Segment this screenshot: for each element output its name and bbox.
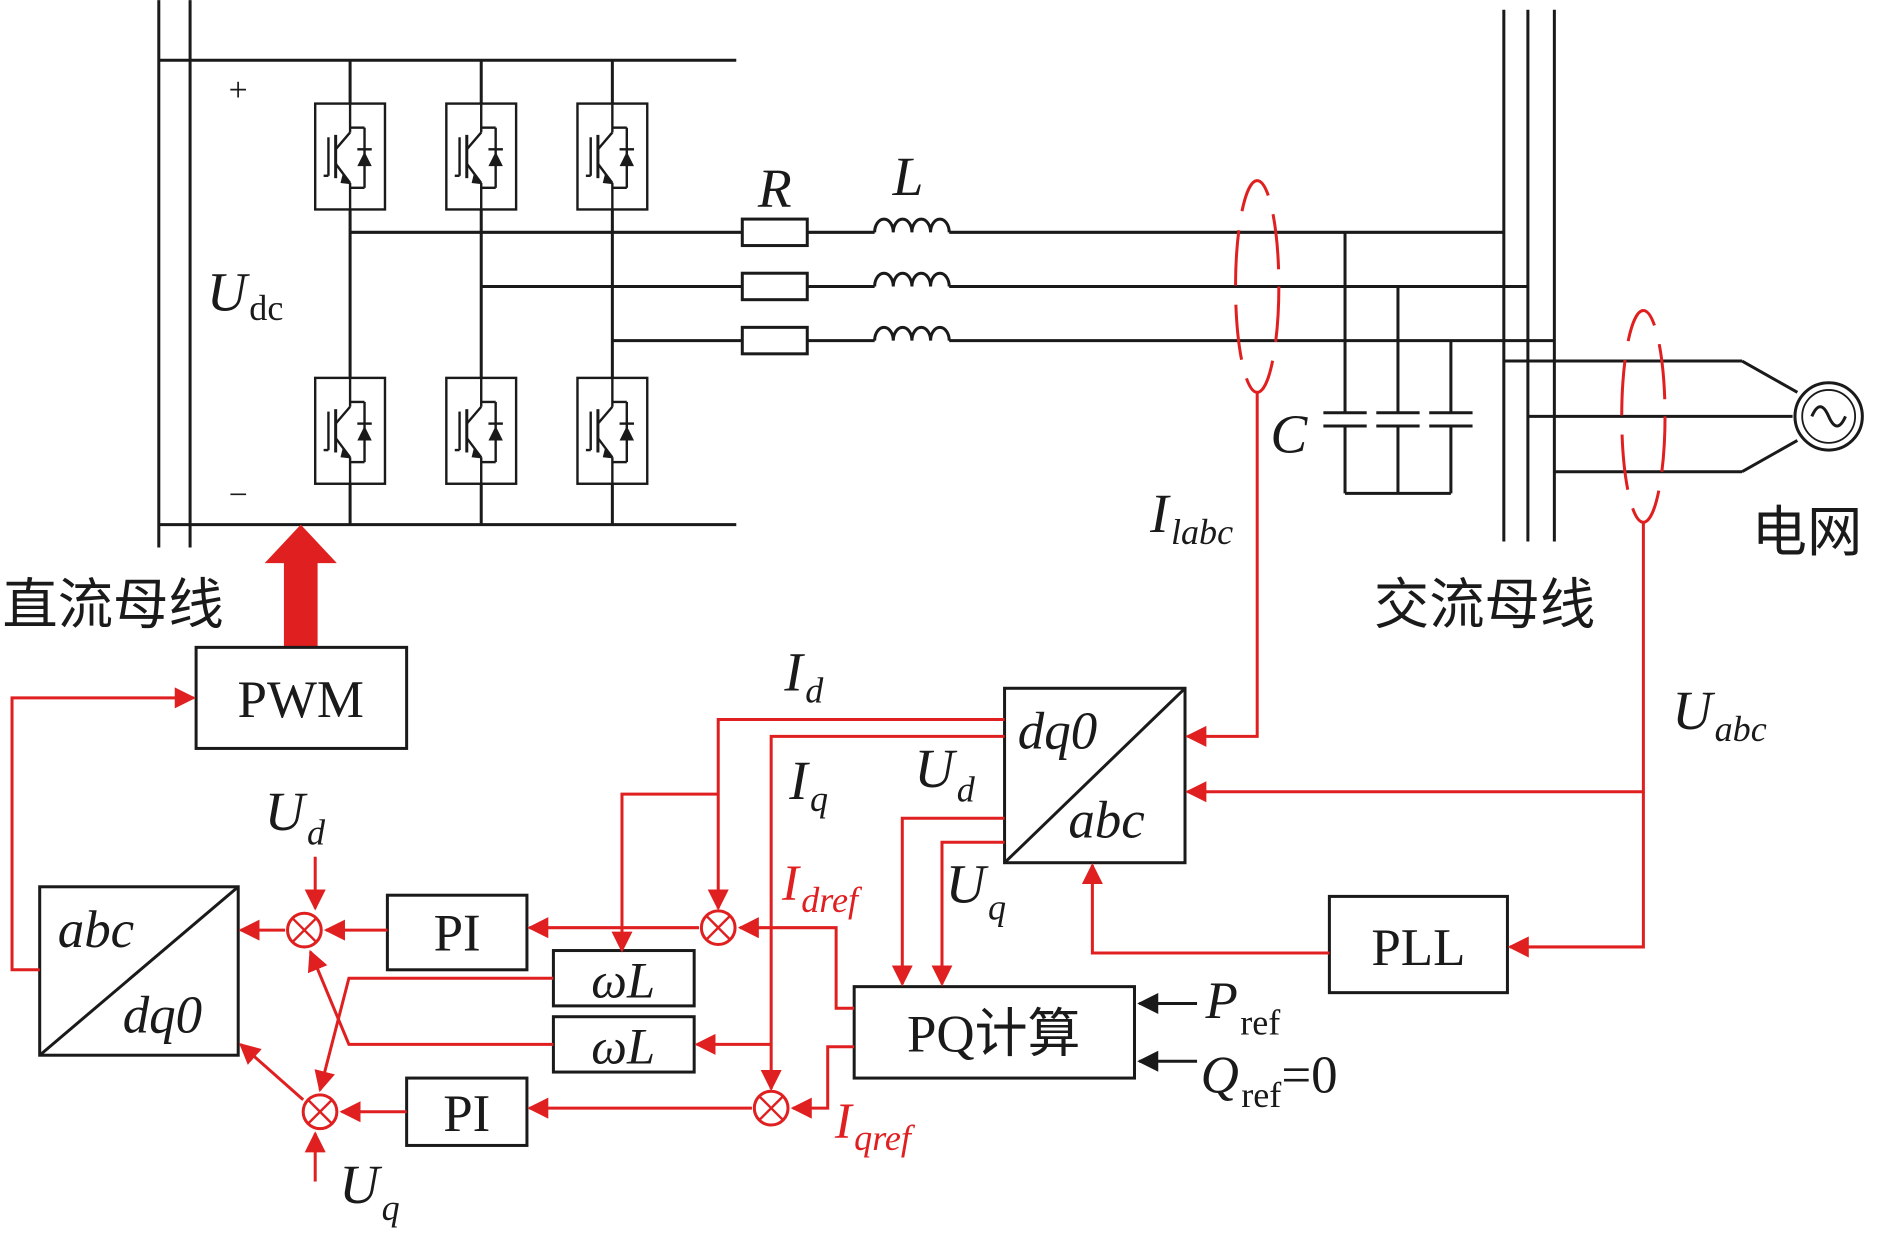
capacitor-bank [1323,232,1473,495]
grid-label: 电网 [1752,502,1863,563]
pq-calc-label: PQ计算 [907,1006,1081,1064]
c-label: C [1270,403,1308,464]
uabc-label: Uabc [1672,680,1766,749]
igbt-symbol-4 [313,376,387,486]
iqref-label: Iqref [834,1093,916,1158]
three-phase-lines [350,230,1555,343]
igbt-symbol-3 [575,102,649,211]
pwm-block [194,645,409,750]
uq-top-label: Uq [946,853,1006,927]
pi-top-label: PI [434,905,481,963]
pref-label: Pref [1204,972,1281,1043]
omega-l-top-label: ωL [591,952,655,1008]
resistor-b [740,271,809,302]
inductors [873,217,951,341]
signal-wires [10,392,1645,1182]
voltage-sensor-ellipse [1620,309,1667,524]
sum-junction-id [699,909,737,947]
idref-label: Idref [781,855,863,920]
igbt-symbol-2 [444,102,518,211]
qref-label: Qref=0 [1201,1047,1338,1115]
ac-source-icon [1793,381,1864,452]
id-label: Id [783,642,824,711]
pi-block-top [385,893,529,972]
udc-label: Udc [207,262,283,329]
resistor-a [740,217,809,248]
pq-calc-block [852,985,1136,1080]
sum-junction-ud [286,911,323,949]
dc-minus-label: − [229,476,248,513]
iq-label: Iq [788,750,828,819]
ud-top-label: Ud [914,738,975,809]
pll-block [1327,894,1509,995]
dc-bus-label: 直流母线 [2,574,223,635]
dq0-abc-top-label: dq0 [1018,702,1097,760]
l-label: L [892,146,924,207]
dc-plus-label: + [229,72,248,109]
pll-label: PLL [1371,919,1465,977]
igbt-symbol-1 [313,102,387,211]
sum-junction-uq [301,1093,339,1131]
abc-dq0-bottom-label: dq0 [123,986,202,1044]
sum-junction-iq [752,1089,790,1127]
pi-bottom-label: PI [443,1085,490,1143]
igbt-symbol-5 [444,376,518,486]
resistor-c [740,325,809,356]
omega-l-bottom-label: ωL [591,1019,655,1075]
abc-dq0-top-label: abc [58,901,134,959]
uq-left-label: Uq [339,1154,399,1228]
ac-bus-label: 交流母线 [1374,574,1595,635]
pwm-gate-arrow [264,524,337,648]
igbt-symbol-6 [575,376,649,486]
pi-block-bottom [405,1076,529,1147]
ud-left-label: Ud [265,781,326,852]
resistors [740,217,809,356]
ac-bus [1502,9,1799,542]
dq0-abc-bottom-label: abc [1068,791,1144,849]
r-label: R [757,158,792,219]
pwm-label: PWM [238,671,364,729]
ilabc-label: Ilabc [1149,483,1233,552]
